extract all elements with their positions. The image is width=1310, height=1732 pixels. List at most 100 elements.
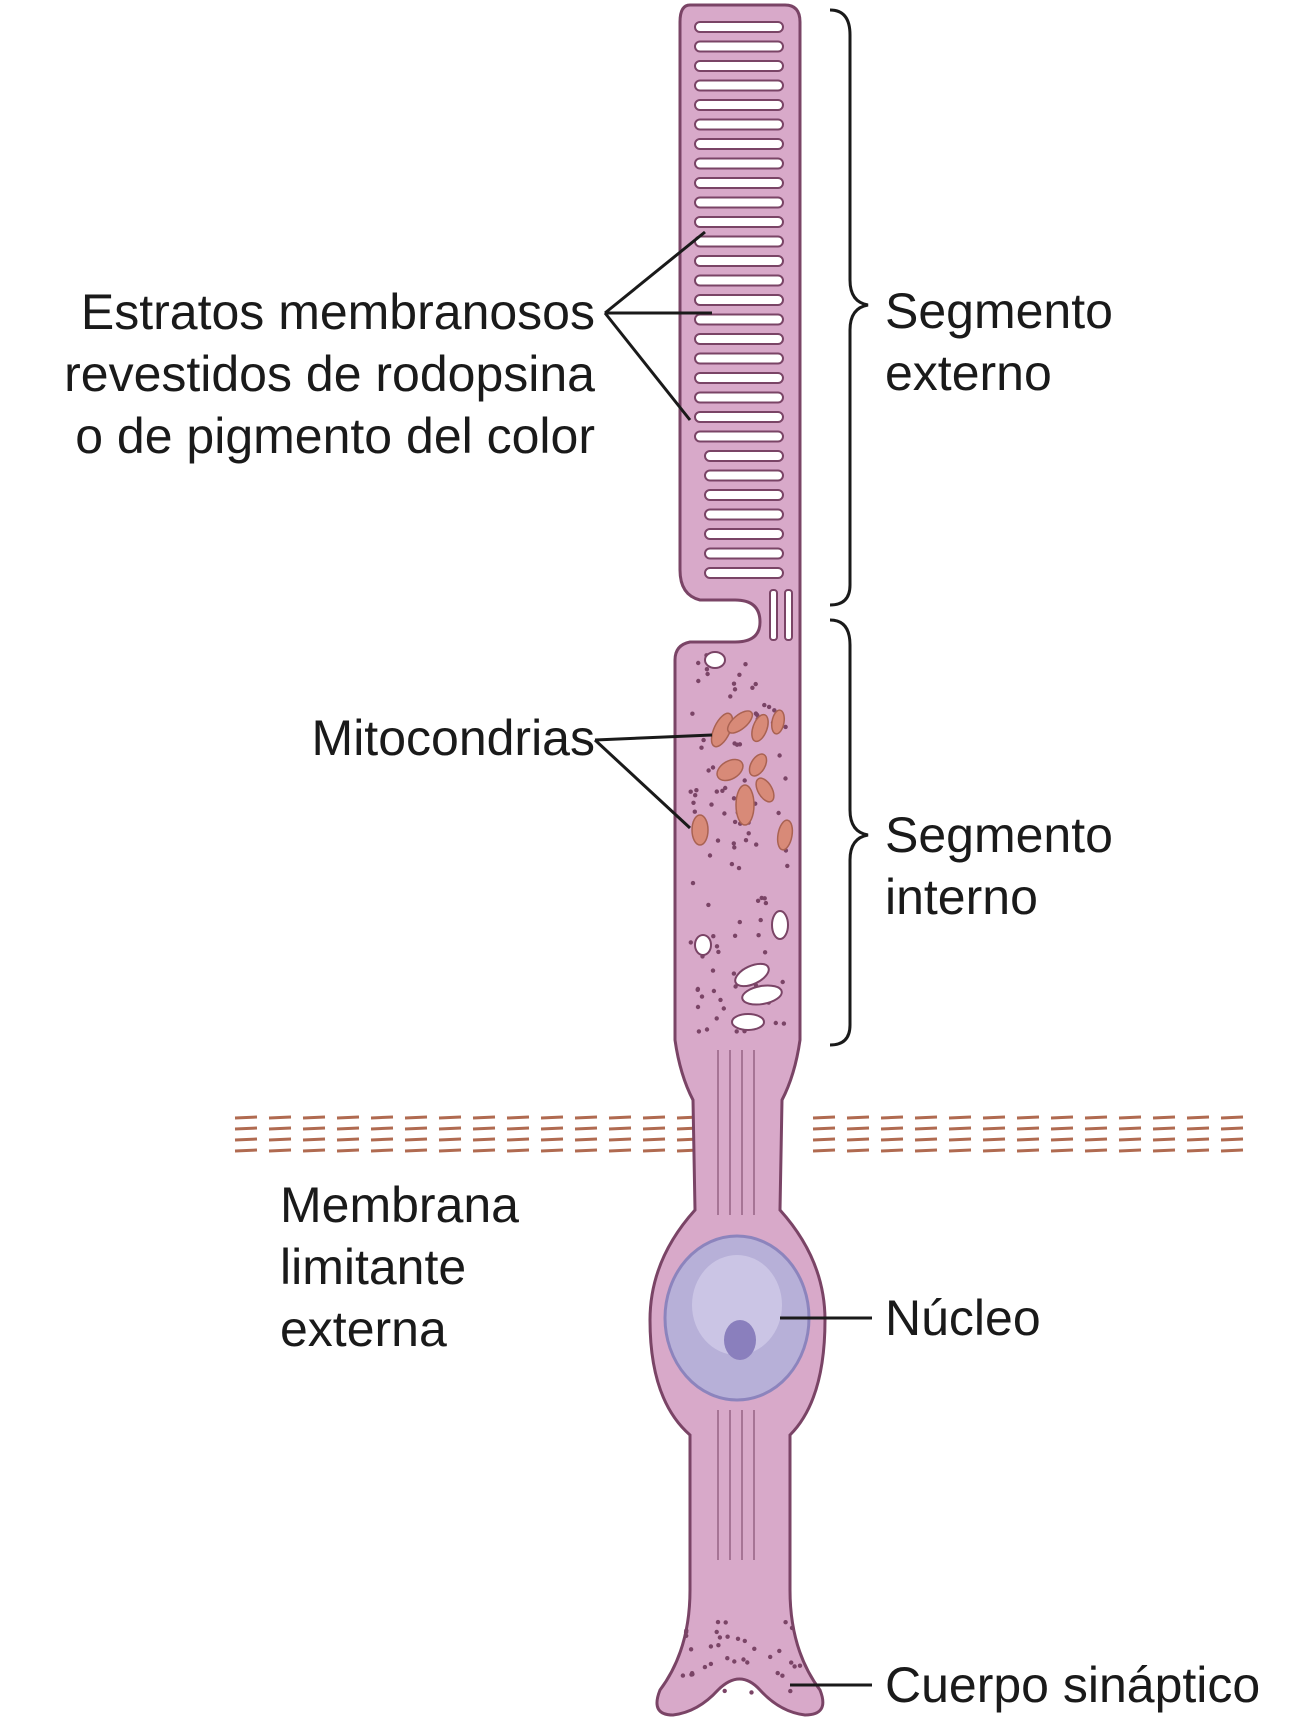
membrane-dash <box>609 1139 631 1140</box>
membrane-disc <box>695 354 783 364</box>
membrane-dash <box>1085 1117 1107 1118</box>
membrane-dash <box>1153 1128 1175 1129</box>
membrane-dash <box>235 1150 257 1151</box>
granule-dot <box>738 920 742 924</box>
synaptic-granule <box>718 1635 722 1639</box>
vesicle <box>772 911 788 939</box>
granule-dot <box>689 940 693 944</box>
membrane-dash <box>983 1128 1005 1129</box>
membrane-dash <box>915 1139 937 1140</box>
granule-dot <box>705 672 709 676</box>
membrane-disc <box>705 451 783 461</box>
membrane-disc <box>695 100 783 110</box>
granule-dot <box>733 820 737 824</box>
mitochondrion <box>692 815 708 845</box>
membrane-disc <box>705 568 783 578</box>
granule-dot <box>732 845 736 849</box>
granule-dot <box>767 705 771 709</box>
membrane-dash <box>371 1117 393 1118</box>
membrane-dash <box>371 1150 393 1151</box>
membrane-dash <box>269 1117 291 1118</box>
membrane-dash <box>473 1117 495 1118</box>
granule-dot <box>783 776 787 780</box>
synaptic-granule <box>783 1620 787 1624</box>
synaptic-granule <box>724 1620 728 1624</box>
synaptic-granule <box>684 1634 688 1638</box>
inner-segment-label-line1: Segmento <box>885 807 1113 863</box>
membrane-dash <box>507 1128 529 1129</box>
granule-dot <box>720 789 724 793</box>
membrane-dash <box>235 1139 257 1140</box>
membrane-disc <box>695 432 783 442</box>
membrane-dash <box>439 1139 461 1140</box>
membrane-disc <box>695 315 783 325</box>
synaptic-granule <box>684 1628 688 1632</box>
granule-dot <box>711 934 715 938</box>
membrane-dash <box>1221 1128 1243 1129</box>
membrane-disc <box>705 471 783 481</box>
membrane-dash <box>473 1128 495 1129</box>
membrane-dash <box>915 1128 937 1129</box>
granule-dot <box>737 866 741 870</box>
membrane-dash <box>1119 1117 1141 1118</box>
granule-dot <box>732 682 736 686</box>
granule-dot <box>732 841 736 845</box>
membrane-dash <box>303 1150 325 1151</box>
membrane-dash <box>507 1150 529 1151</box>
granule-dot <box>733 687 737 691</box>
membrane-disc <box>705 510 783 520</box>
strata-leader-lower <box>605 313 690 420</box>
membrane-disc <box>695 334 783 344</box>
membrane-label-line1: Membrana <box>280 1177 519 1233</box>
granule-dot <box>763 950 767 954</box>
membrane-label-line3: externa <box>280 1301 447 1357</box>
granule-dot <box>701 738 705 742</box>
membrane-disc <box>695 373 783 383</box>
membrane-dash <box>1051 1117 1073 1118</box>
granule-dot <box>690 712 694 716</box>
membrane-dash <box>1153 1150 1175 1151</box>
granule-dot <box>712 989 716 993</box>
membrane-dash <box>541 1128 563 1129</box>
membrane-dash <box>1119 1150 1141 1151</box>
granule-dot <box>694 788 698 792</box>
synaptic-granule <box>715 1630 719 1634</box>
granule-dot <box>693 810 697 814</box>
granule-dot <box>756 899 760 903</box>
membrane-dash <box>983 1139 1005 1140</box>
membrane-dash <box>1017 1117 1039 1118</box>
membrane-dash <box>1119 1139 1141 1140</box>
granule-dot <box>774 1021 778 1025</box>
synaptic-granule <box>716 1643 720 1647</box>
granule-dot <box>777 753 781 757</box>
membrane-dash <box>881 1150 903 1151</box>
granule-dot <box>696 661 700 665</box>
membrane-dash <box>847 1117 869 1118</box>
membrane-dash <box>949 1117 971 1118</box>
membrane-dash <box>405 1150 427 1151</box>
membrane-disc <box>705 549 783 559</box>
membrane-dash <box>643 1117 665 1118</box>
granule-dot <box>716 838 720 842</box>
membrane-disc <box>695 139 783 149</box>
membrane-dash <box>439 1117 461 1118</box>
membrane-disc <box>695 81 783 91</box>
membrane-dash <box>1153 1139 1175 1140</box>
membrane-dash <box>439 1128 461 1129</box>
granule-dot <box>718 998 722 1002</box>
inner-segment-label-line2: interno <box>885 869 1038 925</box>
membrane-dash <box>337 1139 359 1140</box>
granule-dot <box>706 768 710 772</box>
synaptic-granule <box>716 1620 720 1624</box>
membrane-dash <box>1221 1139 1243 1140</box>
granule-dot <box>735 743 739 747</box>
membrane-dash <box>269 1150 291 1151</box>
granule-dot <box>706 903 710 907</box>
outer-segment-label-line2: externo <box>885 345 1052 401</box>
strata-label-line1: Estratos membranosos <box>81 284 595 340</box>
membrane-dash <box>1187 1139 1209 1140</box>
granule-dot <box>708 853 712 857</box>
membrane-label-line2: limitante <box>280 1239 466 1295</box>
membrane-dash <box>847 1139 869 1140</box>
membrane-dash <box>507 1117 529 1118</box>
